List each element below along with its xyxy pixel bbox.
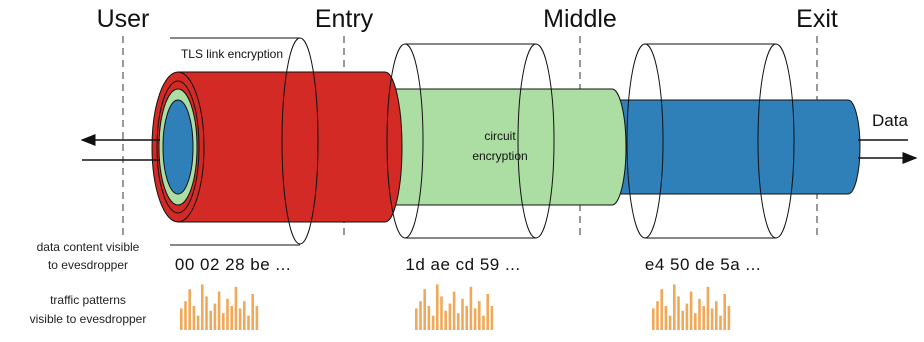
traffic-bar	[440, 296, 443, 330]
traffic-bar	[689, 291, 693, 330]
traffic-pattern-entry	[180, 284, 259, 330]
hex-content-entry: 00 02 28 be ...	[175, 255, 291, 274]
hop-label-middle: Middle	[543, 5, 617, 33]
traffic-bar	[192, 306, 196, 330]
traffic-bar	[652, 308, 655, 330]
traffic-bar	[419, 301, 422, 330]
tls-label: TLS link encryption	[181, 47, 283, 61]
traffic-bar	[226, 298, 229, 330]
traffic-bar	[247, 315, 250, 330]
traffic-bar	[431, 315, 435, 330]
traffic-bar	[465, 306, 468, 330]
traffic-bar	[719, 315, 722, 330]
traffic-bar	[660, 289, 663, 330]
traffic-bar	[436, 284, 439, 330]
traffic-bar	[706, 286, 710, 330]
hex-content-exit: e4 50 de 5a ...	[645, 255, 761, 274]
entry-tube	[177, 71, 403, 223]
hop-label-user: User	[97, 5, 150, 33]
traffic-bar	[196, 315, 200, 330]
traffic-bar	[668, 315, 672, 330]
traffic-bar	[448, 303, 452, 330]
traffic-bar	[727, 306, 731, 330]
traffic-bar	[710, 308, 714, 330]
traffic-bar	[461, 298, 464, 330]
tube-end-caps	[151, 71, 205, 223]
relay-layer-middle	[386, 43, 555, 239]
traffic-bar	[217, 291, 221, 330]
traffic-bar	[673, 284, 676, 330]
traffic-bar	[702, 306, 705, 330]
traffic-bar	[482, 315, 485, 330]
traffic-bar	[222, 313, 225, 330]
traffic-bar	[490, 306, 494, 330]
traffic-bar	[243, 301, 246, 330]
hop-label-exit: Exit	[796, 5, 838, 33]
traffic-bar	[201, 284, 204, 330]
traffic-bar	[184, 301, 187, 330]
traffic-bar	[423, 289, 426, 330]
traffic-bar	[234, 286, 238, 330]
traffic-bar	[427, 306, 431, 330]
traffic-bar	[685, 303, 689, 330]
traffic-bar	[444, 310, 447, 330]
patterns-row-label-line1: traffic patterns	[50, 293, 126, 307]
traffic-bar	[452, 291, 456, 330]
traffic-bar	[251, 294, 254, 330]
traffic-bar	[255, 306, 259, 330]
hex-content-middle: 1d ae cd 59 ...	[405, 255, 520, 274]
traffic-bar	[698, 298, 701, 330]
traffic-pattern-middle	[415, 284, 494, 330]
hop-label-entry: Entry	[315, 5, 374, 33]
content-row-label-line1: data content visible	[37, 240, 140, 254]
traffic-bar	[723, 294, 726, 330]
relay-layer-entry	[170, 37, 319, 246]
traffic-bar	[656, 301, 659, 330]
traffic-bar	[486, 294, 489, 330]
traffic-bar	[469, 286, 473, 330]
traffic-bar	[457, 313, 460, 330]
circuit-label-line2: encryption	[472, 149, 527, 163]
traffic-bar	[230, 306, 233, 330]
traffic-bar	[180, 308, 183, 330]
traffic-bar	[677, 296, 680, 330]
traffic-bar	[415, 308, 418, 330]
traffic-bar	[478, 301, 481, 330]
traffic-bar	[209, 310, 212, 330]
traffic-bar	[681, 310, 684, 330]
traffic-bar	[238, 308, 242, 330]
traffic-bar	[715, 301, 718, 330]
traffic-bar	[205, 296, 208, 330]
patterns-row-label-line2: visible to evesdropper	[30, 312, 147, 326]
traffic-bar	[213, 303, 217, 330]
relay-layer-exit	[626, 43, 795, 239]
traffic-bar	[188, 289, 191, 330]
circuit-label-line1: circuit	[484, 129, 516, 143]
traffic-bar	[664, 306, 668, 330]
content-row-label-line2: to evesdropper	[48, 258, 128, 272]
traffic-bar	[694, 313, 697, 330]
traffic-pattern-exit	[652, 284, 731, 330]
traffic-bar	[473, 308, 477, 330]
data-label: Data	[872, 111, 908, 130]
